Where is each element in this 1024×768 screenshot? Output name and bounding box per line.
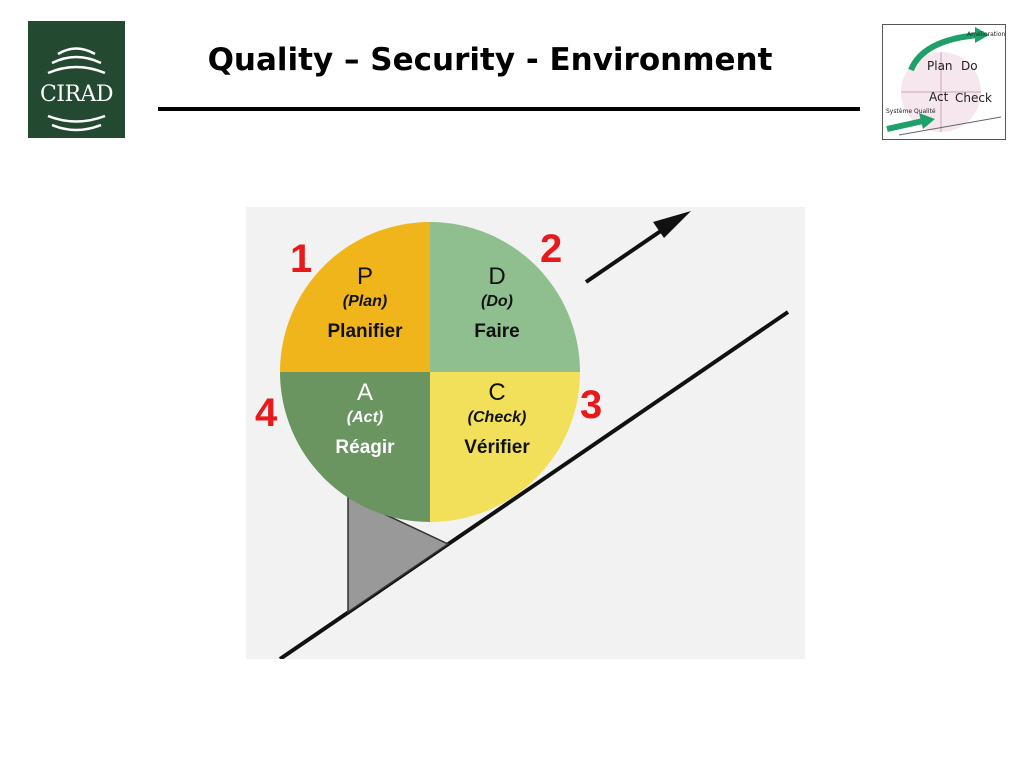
step-number-4: 4	[255, 391, 278, 435]
act-label: A (Act) Réagir	[295, 379, 435, 463]
check-french: Vérifier	[464, 437, 530, 458]
pdca-thumbnail: Plan Do Act Check Amélioration Système Q…	[882, 24, 1006, 140]
plan-letter: P	[356, 263, 373, 290]
do-english: (Do)	[481, 293, 513, 310]
improvement-arrow	[584, 222, 673, 284]
plan-english: (Plan)	[342, 293, 388, 310]
step-number-1: 1	[290, 237, 313, 281]
do-letter: D	[488, 263, 506, 290]
do-french: Faire	[474, 321, 520, 342]
act-letter: A	[356, 379, 373, 406]
logo-text: CIRAD	[39, 82, 114, 107]
quadrant-check	[430, 372, 580, 522]
thumb-amelioration: Amélioration	[967, 31, 1006, 38]
plan-french: Planifier	[327, 321, 403, 342]
act-english: (Act)	[346, 409, 384, 426]
plan-label: P (Plan) Planifier	[295, 263, 435, 347]
logo-emblem	[47, 47, 106, 132]
page-title: Quality – Security - Environment	[207, 42, 773, 78]
quadrant-act	[280, 372, 430, 522]
arrow-head	[653, 211, 691, 238]
pdca-diagram: P (Plan) Planifier D (Do) Faire C (Check…	[246, 207, 805, 659]
cirad-logo: CIRAD	[28, 21, 125, 138]
thumb-do: Do	[961, 59, 978, 73]
step-number-2: 2	[540, 227, 563, 271]
check-label: C (Check) Vérifier	[427, 379, 567, 463]
thumb-act: Act	[929, 90, 949, 104]
thumb-systeme-qualite: Système Qualité	[886, 108, 936, 115]
thumb-check: Check	[955, 91, 992, 105]
check-letter: C	[488, 379, 506, 406]
quadrant-plan	[280, 222, 430, 372]
do-label: D (Do) Faire	[427, 263, 567, 347]
act-french: Réagir	[335, 437, 395, 458]
step-number-3: 3	[580, 383, 603, 427]
thumb-plan: Plan	[927, 59, 953, 73]
title-underline	[158, 107, 860, 111]
check-english: (Check)	[467, 409, 527, 426]
quadrant-do	[430, 222, 580, 372]
wedge	[347, 495, 450, 614]
